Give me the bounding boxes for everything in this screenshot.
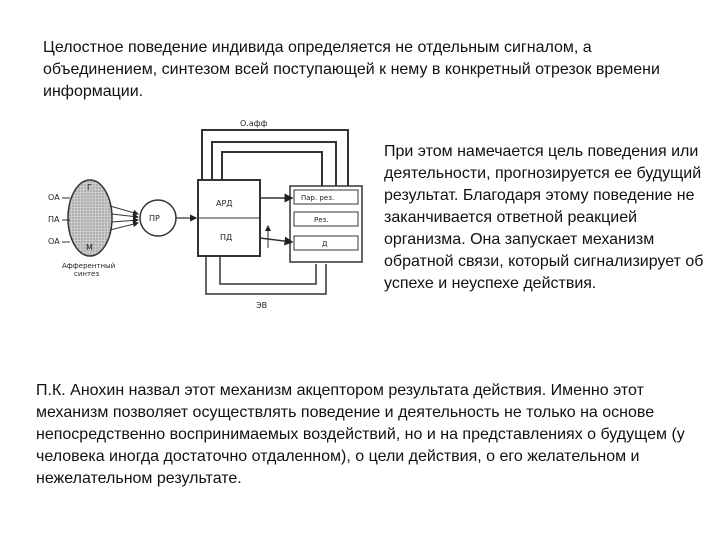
svg-text:ПР: ПР bbox=[149, 214, 160, 223]
svg-text:Д: Д bbox=[322, 240, 328, 248]
svg-text:Пар. рез.: Пар. рез. bbox=[301, 194, 334, 202]
svg-text:ПД: ПД bbox=[220, 233, 232, 242]
bottom-paragraph: П.К. Анохин назвал этот механизм акцепто… bbox=[36, 382, 685, 487]
caption-line-1: Афферентный bbox=[62, 262, 115, 270]
side-paragraph: При этом намечается цель поведения или д… bbox=[384, 143, 704, 292]
functional-system-diagram: О.афф Г М ОА ПА ОА Афферентный синтез ПР… bbox=[48, 119, 363, 310]
intro-paragraph: Целостное поведение индивида определяетс… bbox=[43, 39, 660, 100]
label-oa-1: ОА bbox=[48, 193, 60, 202]
svg-text:Рез.: Рез. bbox=[314, 216, 328, 224]
caption-line-2: синтез bbox=[74, 270, 99, 278]
svg-text:АРД: АРД bbox=[216, 199, 233, 208]
feedback-loops bbox=[201, 129, 349, 186]
label-oa-2: ОА bbox=[48, 237, 60, 246]
top-label: О.афф bbox=[240, 119, 268, 128]
svg-text:Г: Г bbox=[87, 183, 92, 192]
afferent-oval: Г М bbox=[67, 179, 113, 257]
label-pa: ПА bbox=[48, 215, 60, 224]
svg-text:М: М bbox=[86, 243, 93, 252]
bottom-label: ЭВ bbox=[256, 301, 267, 310]
